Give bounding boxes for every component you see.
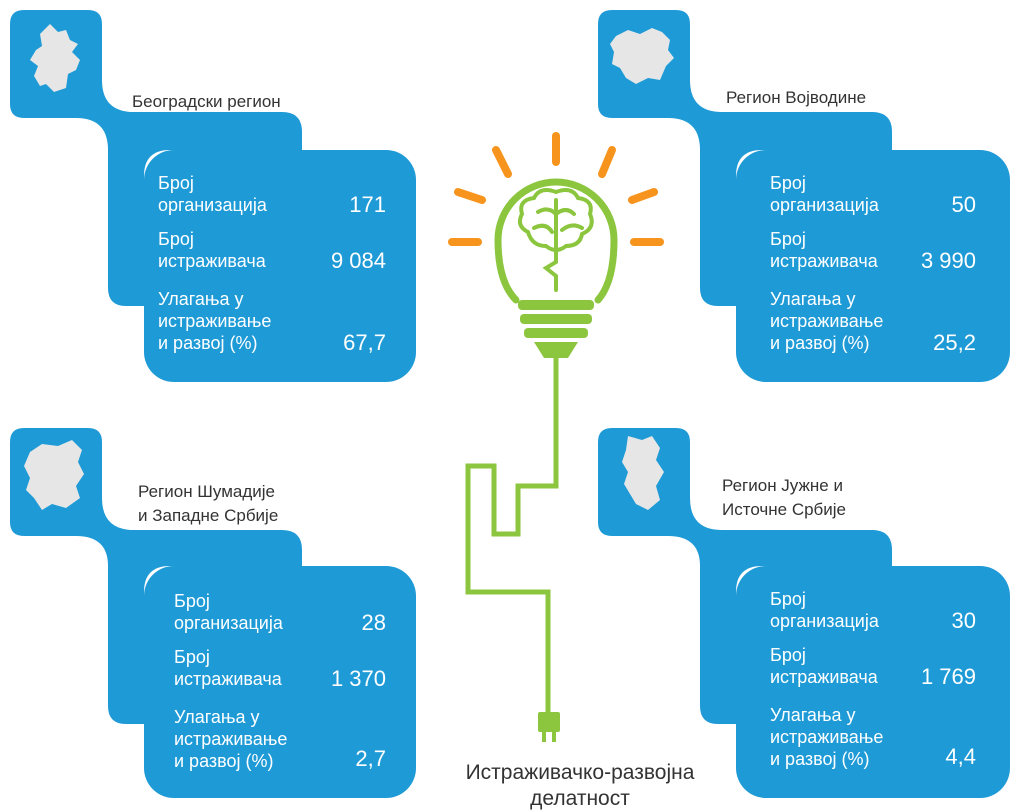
- researchers-label: Број истраживача: [174, 647, 282, 689]
- researchers-value: 1 370: [330, 666, 386, 691]
- region-name-vojvodina: Регион Војводине: [726, 86, 866, 110]
- researchers-label: Број истраживача: [770, 645, 878, 687]
- belgrade-region-map-icon: [30, 24, 80, 92]
- region-name-south-east: Регион Јужне и Источне Србије: [722, 474, 846, 522]
- stats-card-belgrade: Број организација 171 Број истраживача 9…: [158, 172, 386, 362]
- stats-card-south-east: Број организација 30 Број истраживача 1 …: [770, 588, 976, 778]
- caption: Истраживачко-развојна делатност: [420, 760, 740, 812]
- investment-label: Улагања у истраживање и развој (%): [174, 707, 288, 771]
- organizations-label: Број организација: [158, 173, 267, 215]
- investment-label: Улагања у истраживање и развој (%): [158, 289, 272, 353]
- organizations-value: 28: [361, 610, 386, 635]
- bulb-rays: [448, 132, 664, 246]
- organizations-value: 171: [349, 192, 386, 217]
- researchers-label: Број истраживача: [770, 229, 878, 271]
- investment-value: 25,2: [933, 330, 976, 355]
- region-sumadija-panel: [10, 428, 416, 798]
- organizations-value: 50: [951, 192, 976, 217]
- organizations-label: Број организација: [770, 173, 879, 215]
- researchers-value: 3 990: [920, 248, 976, 273]
- region-vojvodina-panel: [598, 10, 1010, 382]
- researchers-label: Број истраживача: [158, 229, 266, 271]
- investment-value: 67,7: [343, 330, 386, 355]
- stats-card-sumadija: Број организација 28 Број истраживача 1 …: [174, 590, 386, 780]
- investment-label: Улагања у истраживање и развој (%): [770, 705, 884, 769]
- region-name-line2: Источне Србије: [722, 500, 847, 519]
- researchers-value: 9 084: [330, 248, 386, 273]
- vojvodina-region-map-icon: [610, 28, 674, 84]
- researchers-value: 1 769: [920, 664, 976, 689]
- region-name-belgrade: Београдски регион: [132, 90, 281, 114]
- caption-line2: делатност: [530, 787, 630, 810]
- region-name-line1: Регион Шумадије: [138, 482, 275, 501]
- cable: [465, 358, 559, 716]
- region-name-sumadija: Регион Шумадије и Западне Србије: [138, 480, 278, 528]
- region-name-line2: и Западне Србије: [138, 506, 279, 525]
- region-belgrade-panel: [10, 10, 416, 382]
- organizations-label: Број организација: [174, 591, 283, 633]
- region-name-line1: Београдски регион: [132, 92, 281, 111]
- region-name-line1: Регион Војводине: [726, 88, 867, 107]
- region-name-line1: Регион Јужне и: [722, 476, 843, 495]
- south-east-region-map-icon: [622, 436, 664, 510]
- investment-value: 4,4: [945, 744, 976, 769]
- organizations-label: Број организација: [770, 589, 879, 631]
- caption-line1: Истраживачко-развојна: [465, 761, 695, 784]
- organizations-value: 30: [951, 608, 976, 633]
- investment-value: 2,7: [355, 746, 386, 771]
- region-south-east-panel: [598, 428, 1010, 798]
- stats-card-vojvodina: Број организација 50 Број истраживача 3 …: [770, 172, 976, 362]
- investment-label: Улагања у истраживање и развој (%): [770, 289, 884, 353]
- lightbulb-brain-icon: [448, 132, 664, 358]
- plug-icon: [538, 712, 560, 742]
- sumadija-region-map-icon: [24, 440, 84, 510]
